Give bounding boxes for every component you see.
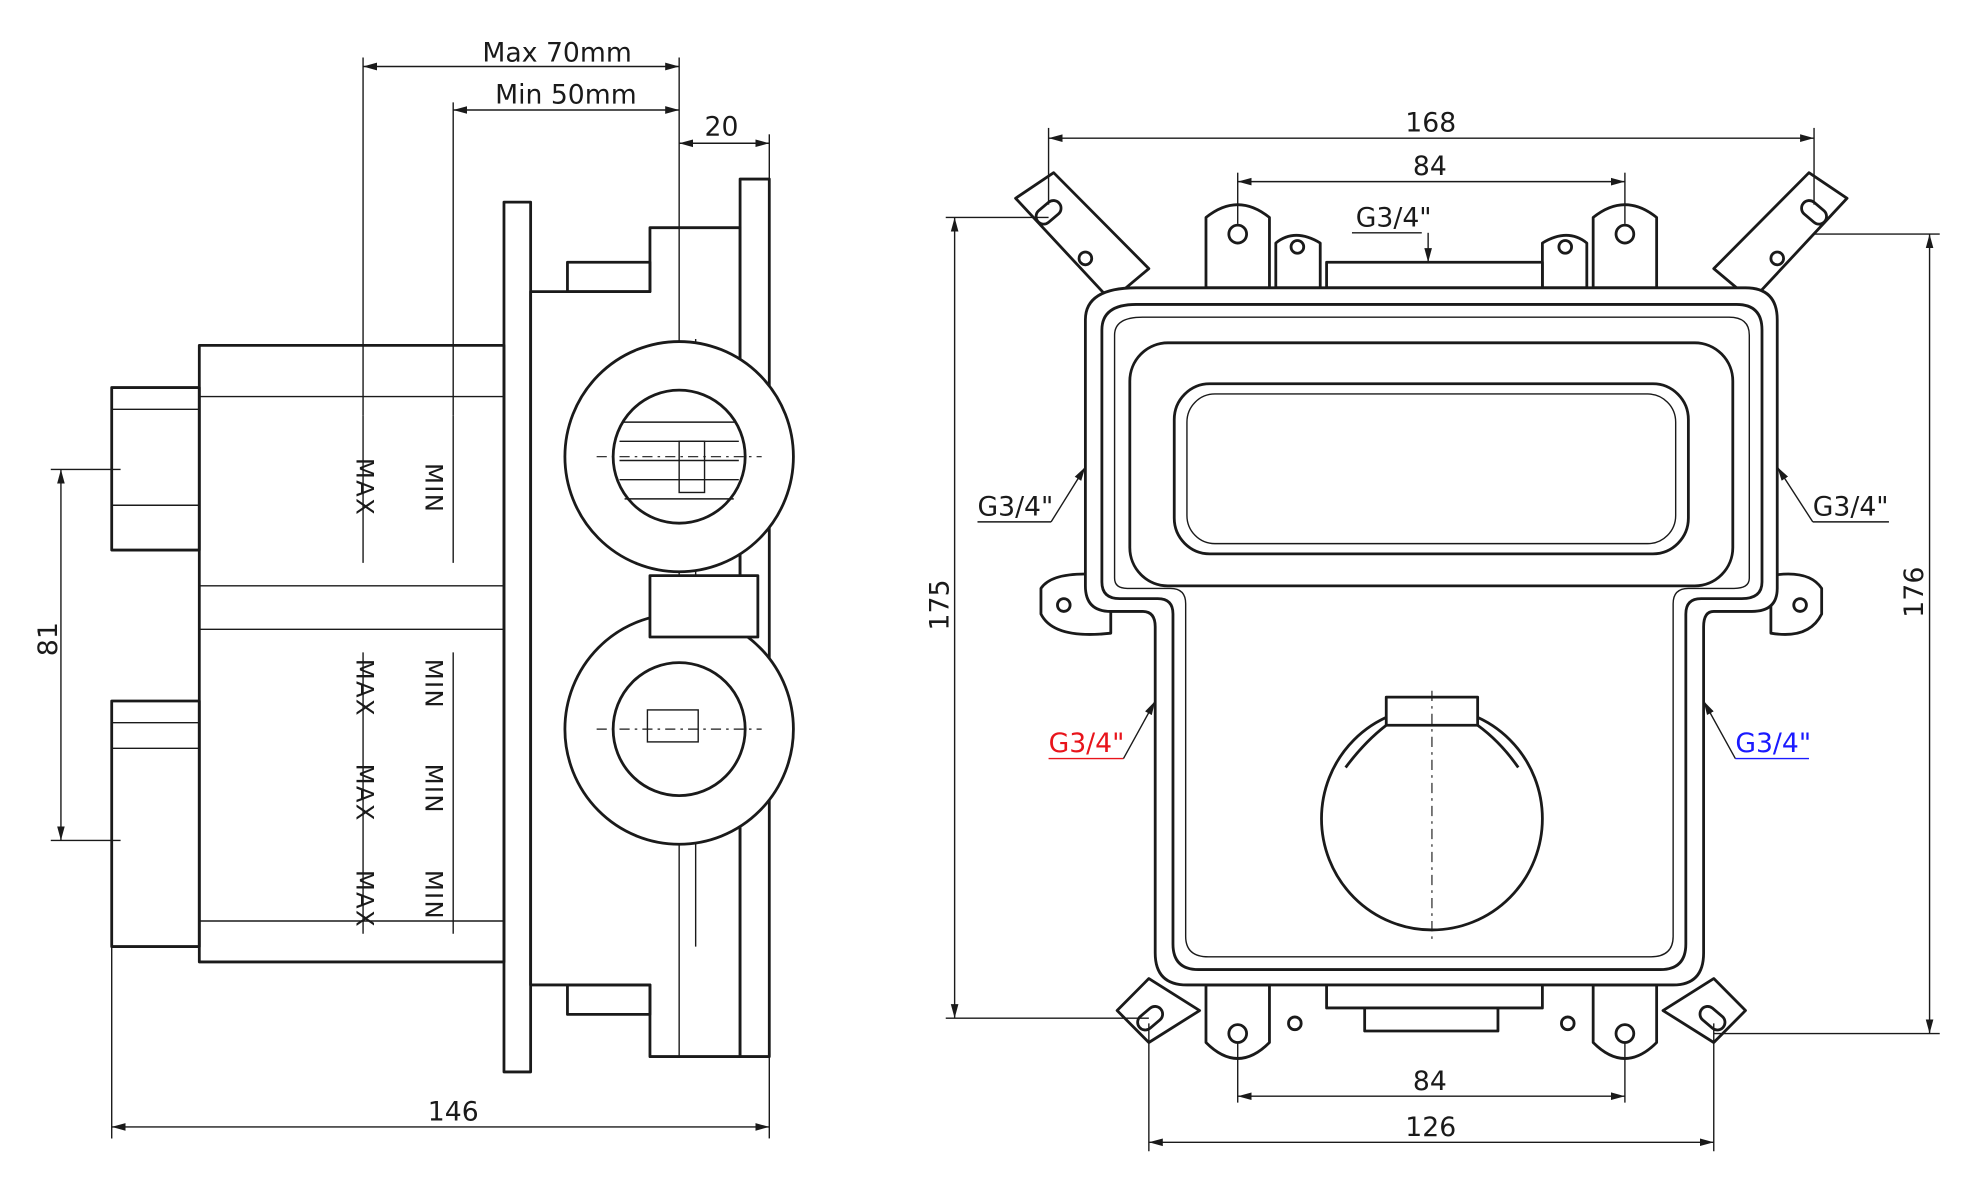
- dim-spacing-81: 81: [33, 622, 64, 656]
- dim-bottom-holes-84: 84: [1413, 1066, 1447, 1097]
- dim-left-height-175: 175: [924, 579, 955, 630]
- mounting-flange: [502, 200, 533, 1074]
- dim-right-height-176: 176: [1899, 567, 1930, 618]
- dim-bottom-mount-126: 126: [1405, 1112, 1456, 1143]
- screw-holes: [1034, 199, 1828, 1044]
- port-label-hot: G3/4": [1049, 728, 1125, 759]
- upper-max-label: MAX: [351, 458, 379, 516]
- mounting-ear: [1014, 171, 1151, 303]
- dim-depth-20: 20: [705, 111, 739, 142]
- lower-max-label: MAX: [351, 659, 379, 717]
- lower-knob: [110, 699, 201, 948]
- dim-width-146: 146: [428, 1096, 479, 1127]
- mounting-ear: [1115, 977, 1202, 1044]
- lower-max-label: MAX: [351, 764, 379, 822]
- dim-min-50mm: Min 50mm: [495, 80, 637, 111]
- lower-max-label: MAX: [351, 870, 379, 928]
- port-label-left: G3/4": [977, 491, 1053, 522]
- lower-min-label: MIN: [419, 870, 447, 920]
- port-label-right: G3/4": [1813, 491, 1889, 522]
- box-frame: [1083, 286, 1779, 987]
- inner-window: [1172, 382, 1690, 556]
- side-view: MAX MIN MAX MAX MAX MIN MIN MIN Max 70mm…: [33, 37, 795, 1139]
- port-label-cold: G3/4": [1735, 728, 1811, 759]
- lower-min-label: MIN: [419, 764, 447, 814]
- upper-recess: [1128, 341, 1735, 588]
- mounting-ear: [1712, 171, 1849, 303]
- upper-min-label: MIN: [419, 463, 447, 513]
- dim-top-holes-84: 84: [1413, 151, 1447, 182]
- lower-min-label: MIN: [419, 659, 447, 709]
- upper-knob: [110, 386, 201, 552]
- dim-max-70mm: Max 70mm: [482, 37, 631, 68]
- port-label-top: G3/4": [1356, 202, 1432, 233]
- dim-overall-width-168: 168: [1405, 108, 1456, 139]
- front-view: 168 84 84 126 175 176 G3/4" G3/4" G3/4" …: [924, 108, 1940, 1152]
